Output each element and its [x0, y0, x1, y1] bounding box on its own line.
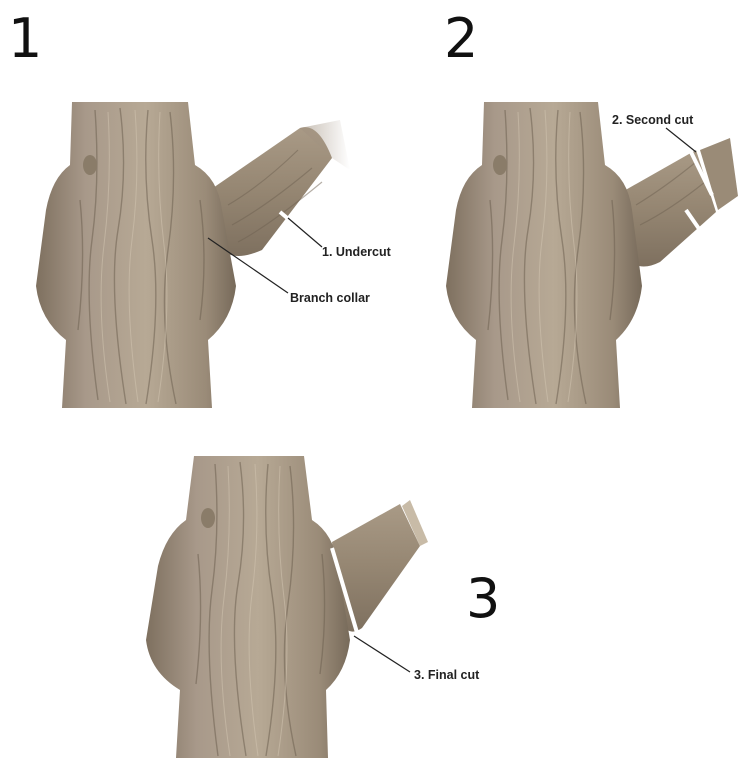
branch-collar-label: Branch collar: [290, 291, 370, 305]
undercut-label: 1. Undercut: [322, 245, 391, 259]
step-number-3: 3: [466, 572, 500, 626]
second-cut-label: 2. Second cut: [612, 113, 693, 127]
panel-2-trunk: [446, 102, 738, 408]
panel-1-trunk: [36, 102, 350, 408]
undercut-leader-line: [288, 218, 322, 247]
final-cut-label: 3. Final cut: [414, 668, 479, 682]
second-cut-leader-line: [666, 128, 696, 152]
step-number-1: 1: [8, 12, 42, 66]
final-cut-leader-line: [354, 636, 410, 672]
step-number-2: 2: [444, 12, 478, 66]
panel-3-trunk: [146, 456, 428, 758]
